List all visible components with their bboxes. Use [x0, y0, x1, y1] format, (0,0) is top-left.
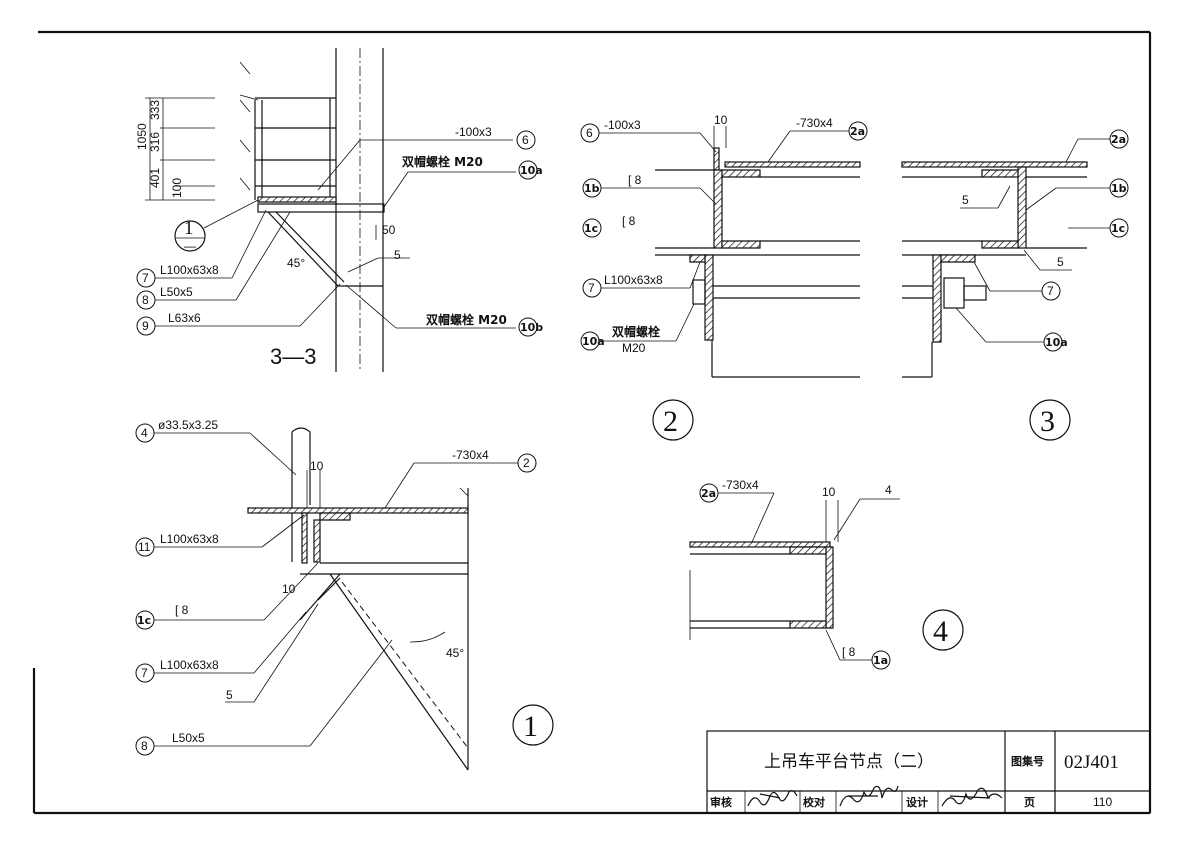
- d4-weld-label: 4: [885, 483, 892, 497]
- railing: [254, 97, 336, 200]
- marker-7-d1: 7: [141, 666, 148, 680]
- marker-9-s33: 9: [142, 319, 149, 333]
- d3-weld-a: 5: [962, 193, 969, 207]
- page-number: 110: [1093, 795, 1112, 809]
- weld-5-label: 5: [394, 248, 401, 262]
- marker-7-d2: 7: [588, 281, 595, 295]
- marker-6: 6: [522, 133, 529, 147]
- check-label: 校对: [803, 795, 825, 809]
- bolt-label-b: 双帽螺栓 M20: [426, 312, 507, 327]
- plate-label: -100x3: [455, 125, 492, 139]
- dim-100: 100: [170, 178, 184, 198]
- dim-401: 401: [148, 168, 162, 188]
- d1-angle-45: 45°: [446, 646, 464, 660]
- marker-4: 4: [141, 426, 148, 440]
- d2-angle-7-label: L100x63x8: [604, 273, 663, 287]
- bolt-label-a: 双帽螺栓 M20: [402, 154, 483, 169]
- detail-4: 10 2a -730x4 4 1a [ 8 4: [689, 478, 964, 670]
- page-label: 页: [1024, 796, 1035, 809]
- marker-1c-d3: 1c: [1111, 222, 1125, 235]
- detail-2: 10 6 -100x3 2a -730x4 1b [ 8 1c [ 8 7 L1…: [580, 113, 868, 441]
- marker-7-s33: 7: [142, 271, 149, 285]
- marker-1c-d1: 1c: [137, 614, 151, 627]
- d3-weld-b: 5: [1057, 255, 1064, 269]
- d1-angle-7-label: L100x63x8: [160, 658, 219, 672]
- d2-bolt-size: M20: [622, 341, 646, 355]
- review-label: 审核: [710, 795, 732, 809]
- signature-check: [839, 785, 899, 807]
- atlas-label: 图集号: [1011, 754, 1044, 768]
- d1-channel-label: [ 8: [175, 603, 189, 617]
- d2-plate-2a-label: -730x4: [796, 116, 833, 130]
- d1-dim-10b: 10: [282, 582, 296, 596]
- marker-1c-d2: 1c: [584, 222, 598, 235]
- marker-10a-d2: 10a: [582, 335, 605, 348]
- detail-4-number: 4: [933, 615, 948, 648]
- angle-8-label: L50x5: [160, 285, 193, 299]
- detail-ref-sheet: —: [184, 239, 196, 253]
- d2-channel-1b-label: [ 8: [628, 173, 642, 187]
- marker-2a-d3: 2a: [1111, 133, 1126, 146]
- marker-10b: 10b: [520, 321, 543, 334]
- d1-angle-8-label: L50x5: [172, 731, 205, 745]
- angle-7-label: L100x63x8: [160, 263, 219, 277]
- dim-1050: 1050: [135, 123, 149, 150]
- d2-bolt-label: 双帽螺栓: [612, 324, 660, 339]
- d1-dim-10a: 10: [310, 459, 324, 473]
- section-3-3: 1050 333 316 401 100 50 45° 5 -100x3 6 双…: [135, 48, 543, 372]
- dim-45deg: 45°: [287, 256, 305, 270]
- marker-1b-d3: 1b: [1111, 182, 1127, 195]
- d4-dim-10: 10: [822, 485, 836, 499]
- marker-1b-d2: 1b: [584, 182, 600, 195]
- signature-review: [747, 790, 798, 807]
- dim-333: 333: [148, 100, 162, 120]
- d1-plate-label: -730x4: [452, 448, 489, 462]
- d2-dim-10: 10: [714, 113, 728, 127]
- d1-angle-11-label: L100x63x8: [160, 532, 219, 546]
- d4-channel-label: [ 8: [842, 645, 856, 659]
- d1-weld-label: 5: [226, 688, 233, 702]
- dim-50: 50: [382, 223, 396, 237]
- d2-plate-6-label: -100x3: [604, 118, 641, 132]
- dimension-chain: [145, 97, 215, 201]
- marker-2a-d4: 2a: [701, 487, 716, 500]
- detail-3: 2a 1b 1c 7 10a 5 5 3: [901, 129, 1129, 441]
- marker-10a: 10a: [520, 164, 543, 177]
- marker-6-d2: 6: [586, 126, 593, 140]
- marker-1a-d4: 1a: [873, 654, 888, 667]
- design-label: 设计: [906, 795, 928, 809]
- marker-8-s33: 8: [142, 293, 149, 307]
- d4-plate-label: -730x4: [722, 478, 759, 492]
- dim-316: 316: [148, 132, 162, 152]
- detail-1: 45° 10 10 4 ø33.5x3.25 2 -730x4 11 L100x…: [135, 418, 554, 771]
- signature-design: [941, 787, 1003, 807]
- atlas-code: 02J401: [1064, 752, 1119, 773]
- d2-channel-1c-label: [ 8: [622, 214, 636, 228]
- sheet-title: 上吊车平台节点（二）: [764, 752, 934, 772]
- angle-9-label: L63x6: [168, 311, 201, 325]
- marker-2: 2: [523, 456, 530, 470]
- title-block: 上吊车平台节点（二） 图集号 02J401 页 110 审核 校对 设计: [706, 730, 1151, 814]
- detail-3-number: 3: [1040, 405, 1055, 438]
- marker-10a-d3: 10a: [1045, 336, 1068, 349]
- marker-8-d1: 8: [141, 739, 148, 753]
- pipe-label: ø33.5x3.25: [158, 418, 218, 432]
- marker-7-d3: 7: [1047, 284, 1054, 298]
- detail-2-number: 2: [663, 405, 678, 438]
- detail-ref-1: 1: [184, 218, 194, 239]
- section-3-3-caption: 3—3: [270, 344, 316, 369]
- marker-2a-d2: 2a: [850, 125, 865, 138]
- marker-11: 11: [138, 540, 151, 554]
- detail-1-number: 1: [523, 710, 538, 743]
- wall-ticks: [239, 61, 259, 191]
